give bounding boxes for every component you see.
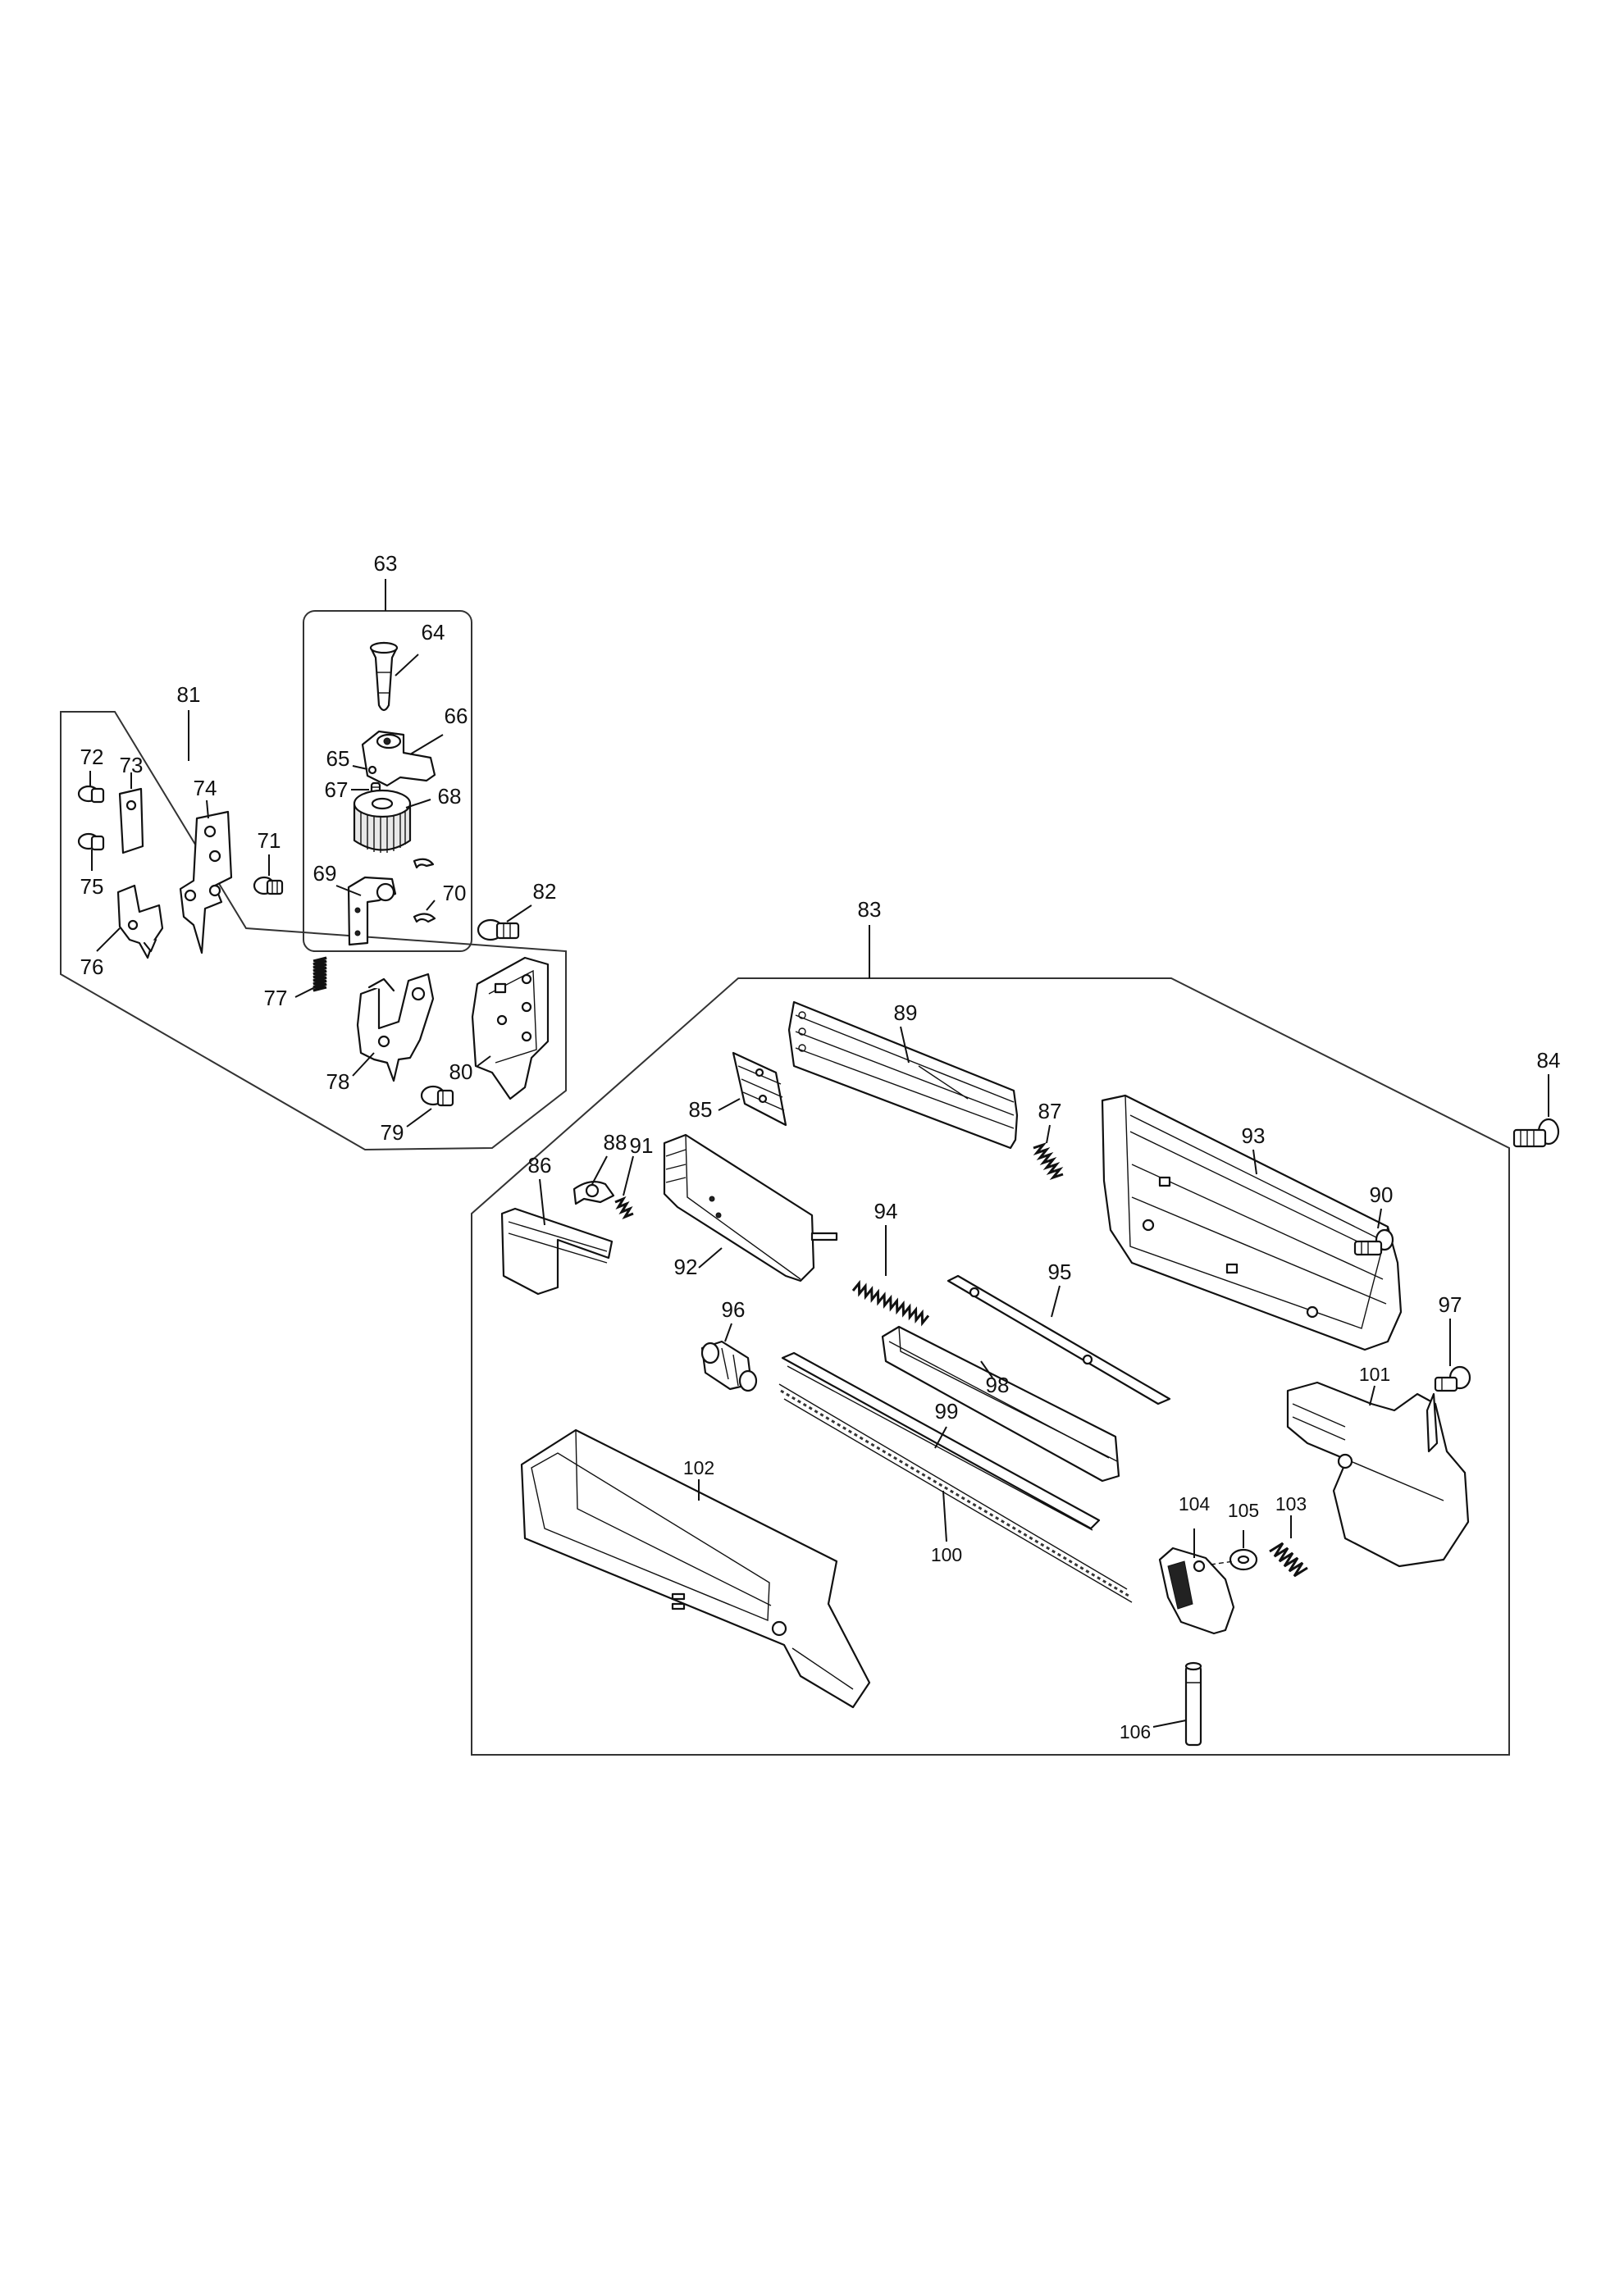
callout-68: 68: [438, 784, 462, 809]
guide-86: [500, 1207, 614, 1296]
pin-106: [1184, 1661, 1202, 1747]
callout-75: 75: [80, 874, 104, 899]
plate-74: [179, 810, 233, 954]
screw-90: [1353, 1228, 1394, 1256]
callout-70: 70: [443, 881, 467, 905]
callout-79: 79: [381, 1120, 404, 1145]
screw-79: [420, 1085, 454, 1107]
callout-87: 87: [1038, 1099, 1062, 1123]
e-ring-70: [413, 858, 436, 923]
washer-105: [1229, 1548, 1258, 1571]
plate-73: [118, 787, 144, 854]
callout-91: 91: [630, 1133, 654, 1158]
callout-103: 103: [1275, 1493, 1307, 1515]
callout-74: 74: [194, 776, 217, 800]
callout-100: 100: [931, 1544, 962, 1565]
callout-105: 105: [1228, 1500, 1259, 1521]
callout-98: 98: [986, 1373, 1010, 1397]
callout-69: 69: [313, 861, 337, 886]
callout-77: 77: [264, 986, 288, 1010]
callout-65: 65: [326, 746, 350, 771]
callout-97: 97: [1439, 1292, 1462, 1317]
slide-99: [781, 1351, 1101, 1531]
end-cap-101: [1286, 1381, 1470, 1568]
callout-82: 82: [533, 879, 557, 904]
callout-78: 78: [326, 1069, 350, 1094]
callout-83: 83: [858, 897, 882, 922]
callout-94: 94: [874, 1199, 898, 1223]
callout-96: 96: [722, 1297, 746, 1322]
group-frame-63: [303, 610, 472, 952]
plate-80: [471, 956, 550, 1100]
screw-72: [77, 785, 105, 804]
callout-76: 76: [80, 954, 104, 979]
clip-88: [573, 1180, 615, 1205]
callout-71: 71: [258, 828, 281, 853]
callout-64: 64: [422, 620, 445, 645]
screw-84: [1512, 1118, 1560, 1148]
latch-78: [356, 973, 435, 1082]
callout-63: 63: [374, 551, 398, 576]
rails-89: [787, 1000, 1019, 1150]
spring-94: [851, 1279, 930, 1327]
callout-86: 86: [528, 1153, 552, 1178]
callout-85: 85: [689, 1097, 713, 1122]
callout-90: 90: [1370, 1182, 1394, 1207]
callout-99: 99: [935, 1399, 959, 1424]
bar-95: [947, 1274, 1171, 1405]
spring-91: [614, 1196, 634, 1220]
callout-92: 92: [674, 1255, 698, 1279]
spring-77: [312, 956, 327, 992]
callout-80: 80: [449, 1059, 473, 1084]
callout-67: 67: [325, 777, 349, 802]
rail-frame-93: [1101, 1094, 1403, 1351]
callout-102: 102: [683, 1457, 714, 1478]
callout-84: 84: [1537, 1048, 1561, 1073]
callout-95: 95: [1048, 1260, 1072, 1284]
channel-98: [881, 1325, 1120, 1483]
callout-106: 106: [1120, 1721, 1151, 1742]
callout-66: 66: [445, 704, 468, 728]
bushing-96: [700, 1340, 758, 1392]
callout-72: 72: [80, 745, 104, 769]
housing-102: [520, 1428, 871, 1709]
group-frame-83: [471, 977, 1510, 1756]
group-frame-81: [60, 711, 567, 1151]
callout-81: 81: [177, 682, 201, 707]
lever-66: [361, 730, 436, 787]
fingers-85: [732, 1051, 787, 1127]
bracket-69: [347, 876, 397, 946]
spring-100: [778, 1383, 1133, 1603]
callout-104: 104: [1179, 1493, 1211, 1515]
ball-65: [367, 765, 377, 775]
dial-68: [353, 789, 412, 853]
callout-73: 73: [120, 753, 144, 777]
callout-101: 101: [1359, 1364, 1390, 1385]
pin-64: [369, 641, 399, 712]
callout-93: 93: [1242, 1123, 1266, 1148]
spring-87: [1033, 1141, 1064, 1181]
block-104: [1158, 1547, 1235, 1635]
screw-97: [1434, 1365, 1471, 1392]
screw-71: [253, 876, 284, 895]
callout-88: 88: [604, 1130, 627, 1155]
screw-82: [477, 918, 520, 941]
spring-103: [1269, 1542, 1308, 1578]
screw-75: [77, 832, 105, 851]
latch-76: [116, 884, 164, 959]
callout-89: 89: [894, 1000, 918, 1025]
carrier-92: [663, 1133, 838, 1282]
